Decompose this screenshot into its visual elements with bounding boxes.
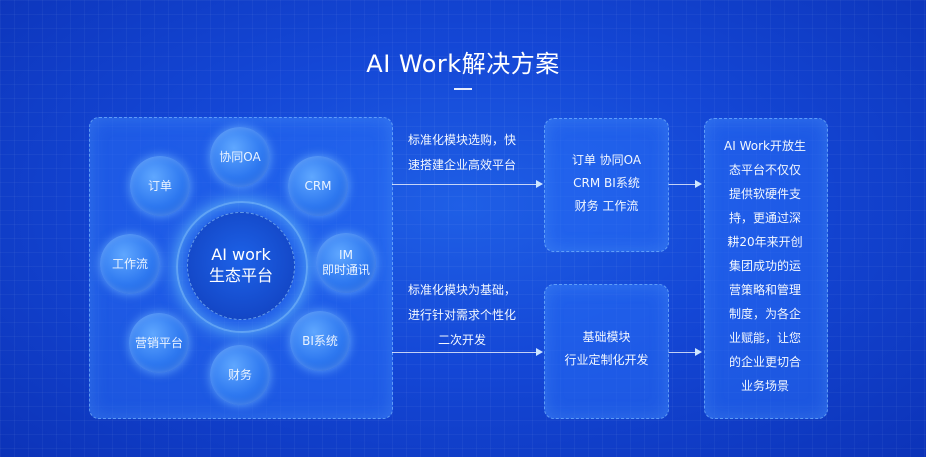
custom-dev-box-text: 基础模块 行业定制化开发 [564, 330, 649, 367]
custom-dev-box: 基础模块 行业定制化开发 [544, 284, 669, 419]
connector-bottom-arrow [536, 348, 543, 356]
modules-box: 订单 协同OA CRM BI系统 财务 工作流 [544, 118, 669, 252]
connector-right-top-arrow [695, 180, 702, 188]
modules-box-text: 订单 协同OA CRM BI系统 财务 工作流 [571, 153, 642, 213]
node-order: 订单 [130, 156, 190, 216]
description-text: AI Work开放生 态平台不仅仅 提供软硬件支 持，更通过深 耕20年来开创 … [724, 139, 806, 393]
connector-top-line [392, 184, 537, 185]
description-panel [704, 118, 828, 419]
caption-top: 标准化模块选购，快 速搭建企业高效平台 [408, 133, 517, 172]
node-marketing: 营销平台 [129, 313, 189, 373]
connector-right-top-line [668, 184, 696, 185]
connector-right-bottom-arrow [695, 348, 702, 356]
node-bi-system: BI系统 [290, 311, 350, 371]
node-finance: 财务 [210, 345, 270, 405]
hub-title: AI work [211, 245, 271, 264]
page-title: AI Work解决方案 [366, 50, 560, 78]
connector-top-arrow [536, 180, 543, 188]
node-crm: CRM [288, 156, 348, 216]
title-underline [454, 88, 472, 90]
hub-subtitle: 生态平台 [208, 266, 273, 285]
connector-right-bottom-line [668, 352, 696, 353]
caption-bottom: 标准化模块为基础， 进行针对需求个性化 二次开发 [408, 283, 517, 347]
node-workflow: 工作流 [100, 234, 160, 294]
ecosystem-hub: AI work 生态平台 [187, 212, 295, 320]
node-collab-oa: 协同OA [210, 127, 270, 187]
connector-bottom-line [392, 352, 537, 353]
hub-glow-ring [176, 201, 308, 333]
